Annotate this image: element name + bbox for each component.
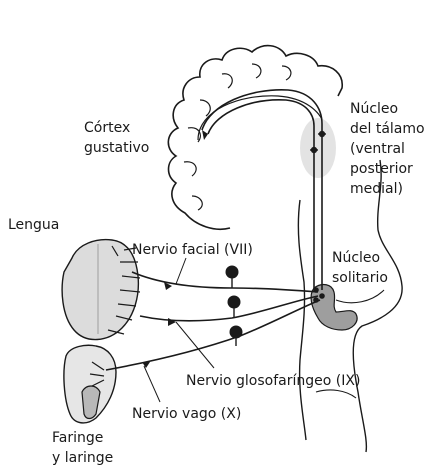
solitary-synapse-2 — [319, 293, 325, 299]
brain-inner-gyri — [184, 64, 291, 210]
tongue-label: Lengua — [8, 217, 59, 233]
vagus-nerve-path — [106, 300, 320, 370]
vagus-label-leader — [144, 366, 160, 402]
tongue-shape — [62, 240, 138, 340]
facial-label-leader — [176, 258, 186, 284]
glosso-nerve-arrow — [168, 318, 176, 326]
solitary-synapse-3 — [313, 297, 319, 303]
cortical-pathway-inner — [208, 100, 314, 290]
thalamus-region — [300, 118, 336, 178]
glossopharyngeal-ganglion — [228, 296, 241, 309]
facial-nerve-path — [132, 272, 318, 292]
facial-ganglion — [226, 266, 239, 279]
thalamus-label: Núcleo del tálamo (ventral posterior med… — [350, 101, 429, 197]
solitary-nucleus-label: Núcleo solitario — [332, 250, 388, 286]
pathway-arrow-head — [202, 130, 208, 140]
vagus-nerve-label: Nervio vago (X) — [132, 406, 241, 422]
cortex-label: Córtex gustativo — [84, 120, 149, 156]
vagus-nerve-arrow — [142, 362, 150, 368]
vagus-ganglion — [230, 326, 243, 339]
pharynx-label: Faringe y laringe — [52, 430, 113, 466]
facial-nerve-label: Nervio facial (VII) — [132, 242, 253, 258]
cortical-pathway-outer — [202, 90, 322, 290]
solitary-synapse-1 — [313, 287, 319, 293]
glossopharyngeal-nerve-label: Nervio glosofaríngeo (IX) — [186, 373, 360, 389]
glosso-label-leader — [176, 322, 214, 368]
